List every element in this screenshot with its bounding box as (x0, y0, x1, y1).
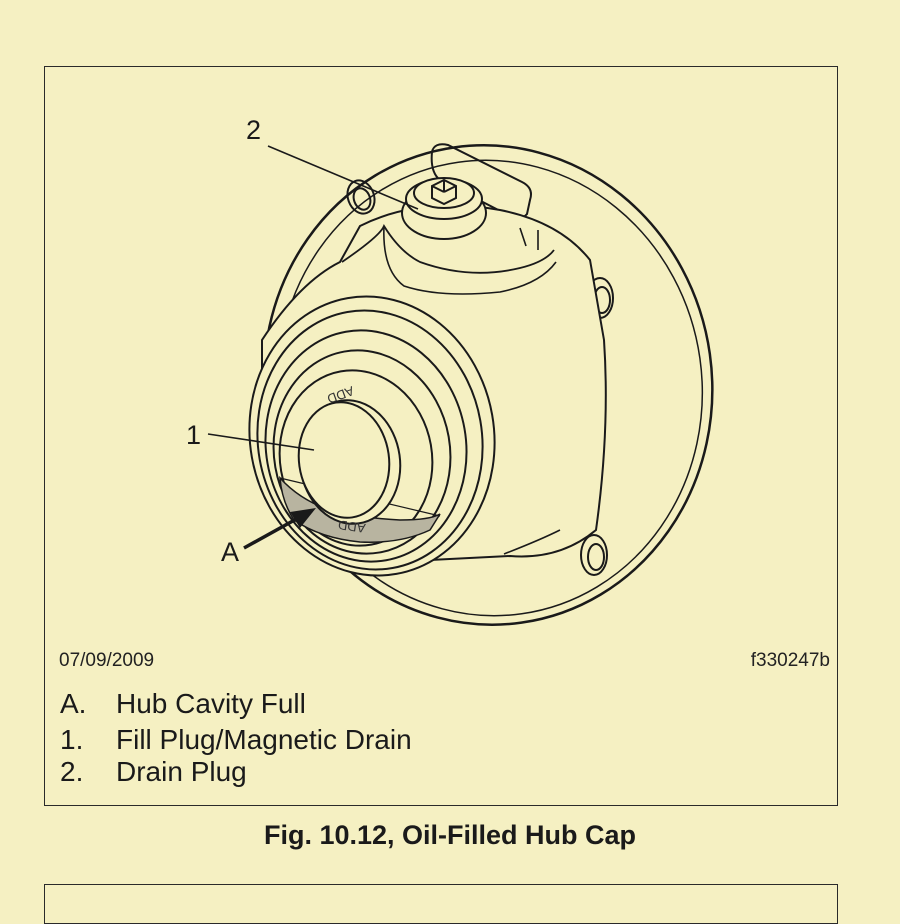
figure-frame (44, 66, 838, 806)
arrow-a-head (290, 508, 316, 528)
hub-cap-illustration: ADD ADD 2 1 A (186, 115, 714, 626)
callout-2: 2 (246, 115, 261, 145)
legend-text: Hub Cavity Full (116, 688, 306, 719)
callout-a: A (221, 537, 239, 567)
legend-item-a: A. Hub Cavity Full (60, 686, 412, 722)
figure-date: 07/09/2009 (59, 650, 155, 671)
arrow-a-shaft (243, 515, 301, 550)
legend-text: Fill Plug/Magnetic Drain (116, 724, 412, 755)
legend-key: 2. (60, 756, 84, 787)
leader-line-2 (267, 145, 419, 210)
drain-plug (401, 177, 487, 240)
legend-item-1: 1. Fill Plug/Magnetic Drain (60, 722, 412, 755)
legend-key: 1. (60, 724, 84, 755)
leader-line-1 (207, 433, 315, 451)
figure-caption: Fig. 10.12, Oil-Filled Hub Cap (263, 820, 637, 850)
figure-legend: A. Hub Cavity Full 1. Fill Plug/Magnetic… (60, 686, 412, 787)
fill-plug (297, 399, 402, 525)
add-mark-bottom: ADD (337, 517, 366, 536)
legend-key: A. (60, 688, 87, 719)
next-figure-frame (44, 884, 838, 924)
legend-text: Drain Plug (116, 756, 247, 787)
callout-1: 1 (186, 420, 201, 450)
bolt-hole-bottom (580, 534, 608, 576)
bolt-hole-top-left (346, 179, 376, 215)
figure-id: f330247b (750, 650, 830, 671)
flange-slot (430, 143, 532, 220)
legend-item-2: 2. Drain Plug (60, 754, 412, 787)
